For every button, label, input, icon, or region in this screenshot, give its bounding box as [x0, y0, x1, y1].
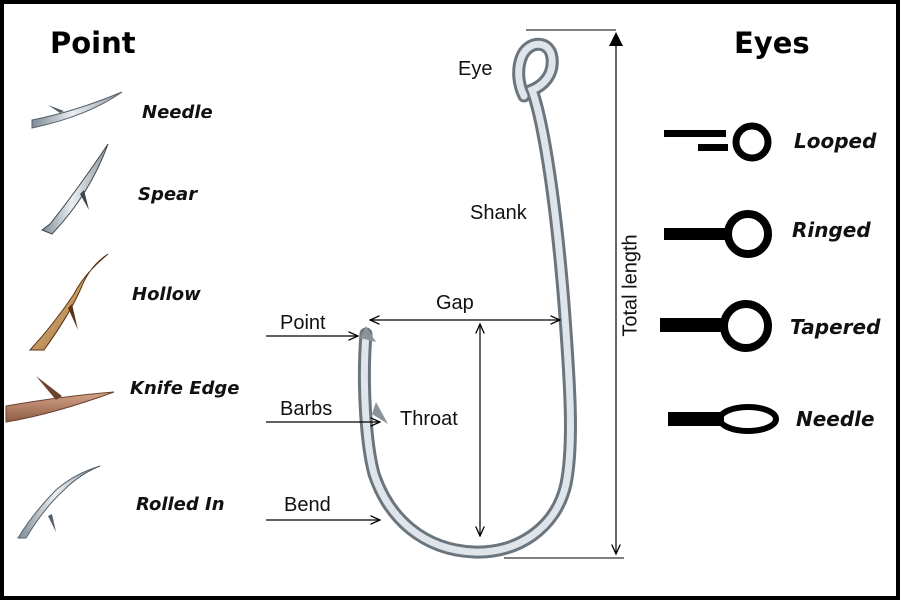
hook-label-point: Point	[280, 312, 326, 334]
hook-label-gap: Gap	[436, 292, 474, 314]
hook-label-eye: Eye	[458, 58, 493, 80]
hook-label-barbs: Barbs	[280, 398, 333, 420]
eye-label-tapered: Tapered	[790, 315, 881, 339]
eye-label-ringed: Ringed	[792, 218, 871, 242]
hook-label-shank: Shank	[470, 202, 527, 224]
hollow-point-icon	[28, 253, 109, 351]
hook-label-throat: Throat	[400, 408, 458, 430]
looped-eye-icon	[664, 122, 772, 162]
eye-label-looped: Looped	[794, 129, 877, 153]
knife-edge-point-icon	[5, 376, 115, 423]
point-label-needle: Needle	[142, 102, 213, 123]
fishing-hook	[357, 37, 577, 559]
point-label-hollow: Hollow	[132, 284, 201, 305]
tapered-eye-icon	[660, 300, 772, 352]
eye-label-needle: Needle	[796, 407, 875, 431]
rolled-in-point-icon	[17, 465, 101, 539]
point-section-title: Point	[50, 26, 136, 60]
needle-point-icon	[31, 91, 123, 129]
needle-eye-icon	[668, 404, 779, 434]
diagram-canvas: Point Eyes Needle Spear Hollow Knife Edg…	[4, 4, 896, 596]
total-length-dimension	[504, 29, 624, 559]
hook-label-bend: Bend	[284, 494, 331, 516]
spear-point-icon	[40, 143, 109, 235]
hook-label-total-length: Total length	[619, 234, 642, 337]
point-label-knife-edge: Knife Edge	[130, 378, 240, 399]
diagram-art	[5, 29, 779, 559]
point-label-rolled-in: Rolled In	[136, 494, 225, 515]
ringed-eye-icon	[664, 210, 772, 258]
eyes-section-title: Eyes	[734, 26, 810, 60]
point-label-spear: Spear	[138, 184, 198, 205]
